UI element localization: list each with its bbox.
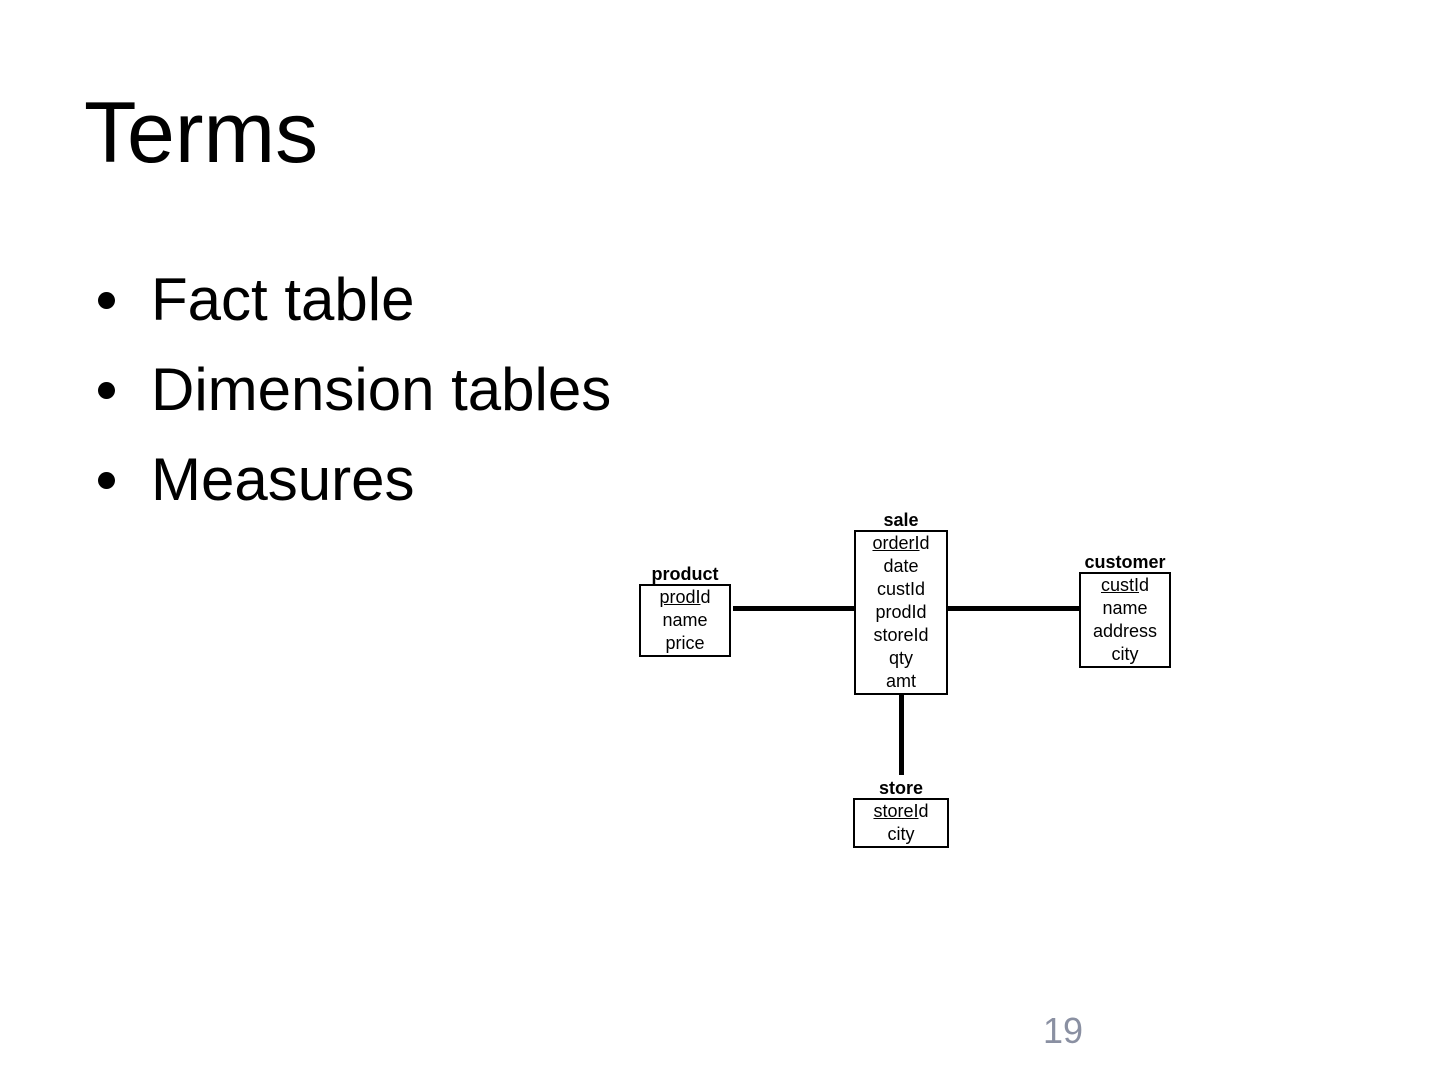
pk-tail: d (918, 801, 929, 821)
pk-underlined: custI (1100, 575, 1139, 595)
connector-product-sale (733, 606, 854, 611)
table-pk-row: prodId (643, 586, 727, 609)
pk-underlined: orderI (872, 533, 920, 553)
table-attr-row: qty (888, 648, 913, 668)
table-attr-row: custId (876, 579, 926, 599)
table-title: store (878, 778, 924, 798)
bullet-item: Fact table (98, 255, 611, 345)
bullet-text: Dimension tables (151, 356, 612, 423)
bullet-item: Measures (98, 435, 611, 525)
table-attr-row: city (1111, 644, 1139, 664)
table-attr-row: storeId (873, 625, 929, 645)
bullet-icon (98, 291, 115, 309)
table-pk-row: custId (1083, 574, 1167, 597)
pk-underlined: prodI (659, 587, 701, 607)
bullet-text: Measures (151, 446, 415, 513)
table-pk-row: orderId (858, 532, 944, 555)
pk-tail: d (700, 587, 711, 607)
table-attr-row: amt (885, 671, 916, 691)
table-pk-row: storeId (857, 800, 945, 823)
page-title: Terms (84, 85, 319, 181)
entity-table-product: product prodId name price (639, 565, 731, 657)
table-attr-row: city (887, 824, 915, 844)
entity-table-customer: customer custId name address city (1079, 553, 1171, 668)
pk-tail: d (1139, 575, 1150, 595)
table-title: customer (1084, 552, 1166, 572)
table-attr-row: name (1102, 598, 1148, 618)
entity-table-store: store storeId city (853, 779, 949, 848)
pk-tail: d (919, 533, 930, 553)
table-attr-row: date (883, 556, 919, 576)
bullet-text: Fact table (151, 266, 415, 333)
connector-sale-customer (948, 606, 1079, 611)
table-attr-row: price (665, 633, 705, 653)
table-attr-row: name (662, 610, 708, 630)
pk-underlined: storeI (873, 801, 919, 821)
bullet-item: Dimension tables (98, 345, 611, 435)
bullet-list: Fact table Dimension tables Measures (98, 255, 611, 525)
table-attr-row: address (1092, 621, 1158, 641)
page-number: 19 (1043, 1010, 1084, 1051)
table-attr-row: prodId (875, 602, 927, 622)
bullet-icon (98, 381, 115, 399)
table-title: sale (883, 510, 919, 530)
table-title: product (651, 564, 719, 584)
connector-sale-store (899, 695, 904, 775)
entity-table-sale: sale orderId date custId prodId storeId … (854, 511, 948, 695)
bullet-icon (98, 471, 115, 489)
